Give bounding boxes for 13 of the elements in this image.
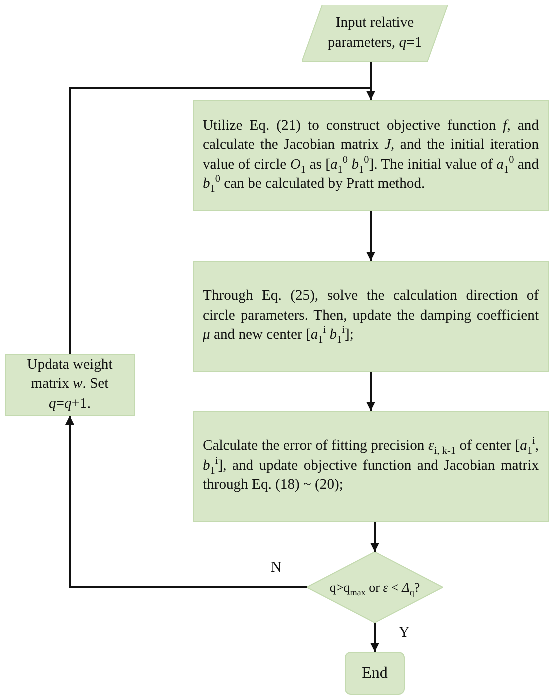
process-box: Through Eq. (25), solve the calculation direction of circle parameters. Then, update the damping coefficient μ and new center [a$_{1}$$^{i}$ b$_{1}$$^{i}$]; <box>193 261 549 372</box>
process-box: Utilize Eq. (21) to construct objective function f, and calculate the Jacobian matrix J, and the initial iteration value of circle O$_{1}$ as [a$_{1}$$^{0}$ b$_{1}$$^{0}$]. The initial value of a$_{1}$$^{0}$ and b$_{1}$$^{0}$ can be calculated by Pratt method. <box>193 100 549 211</box>
arrow <box>366 211 376 261</box>
terminal-box: End <box>345 652 405 695</box>
arrow <box>66 416 307 588</box>
process-box: Calculate the error of fitting precision ε$_{i, k-1}$ of center [a$_{1}$$^{i}$, b$_{1}$$^{i}$], and update objective function and Jacobian matrix through Eq. (18) ~ (20); <box>193 411 549 522</box>
input-parallelogram: Input relative parameters, q=1 <box>302 5 448 62</box>
arrow <box>370 522 380 552</box>
decision-diamond: q>q$_{max}$ or ε < Δ$_{q}$? <box>307 552 443 623</box>
arrow <box>366 372 376 411</box>
process-box: Updata weight matrix w. Set q=q+1. <box>5 354 135 416</box>
arrow <box>69 87 376 354</box>
arrow <box>370 623 380 652</box>
